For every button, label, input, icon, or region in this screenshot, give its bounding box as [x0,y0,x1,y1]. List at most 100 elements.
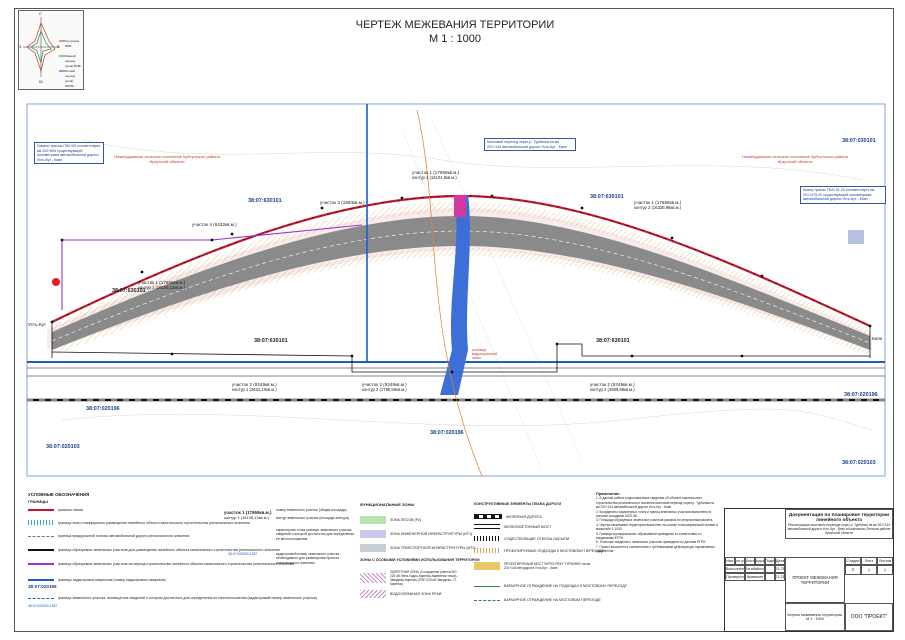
legend-struct-rail: ЖЕЛЕЗНАЯ ДОРОГА [474,514,542,519]
stamp-col-2: Кол.уч. [735,557,745,565]
notes-item-2: 2. Координаты характерных точек и границ… [596,509,712,519]
legend: УСЛОВНЫЕ ОБОЗНАЧЕНИЯ ГРАНИЦЫ красные лин… [28,492,627,624]
legend-item-roadside: граница придорожной полосы автомобильной… [28,534,189,538]
stamp-drawing: Чертеж межевания территории. М 1 : 1000 [785,603,845,631]
legend-func-heading: ФУНКЦИОНАЛЬНЫЕ ЗОНЫ [360,502,415,507]
start-note: Начало трассы ПК0+00 соответствует км 20… [34,142,104,165]
cadastral-label-8: 38:07:020196 [430,430,464,436]
legend-heading: УСЛОВНЫЕ ОБОЗНАЧЕНИЯ [28,492,90,497]
stamp-role-1: Выполнил [725,565,745,573]
legend-item-zone: граница зоны планируемого размещения лин… [28,520,250,525]
drawing-frame [14,8,894,632]
bridge-note: Мостовой переход через р. Турбинка на км… [484,138,576,152]
stamp-doc-title: Документация по планировке территории ли… [785,509,893,539]
cadastral-label-2: 38:07:630101 [590,194,624,200]
notes-item-1: 1. В данной работе подготовленные сведен… [596,496,715,510]
river-zone-label: граница водоохранной зоны [472,348,497,360]
legend-func-engineering: ЗОНА ИНЖЕНЕРНОЙ ИНФРАСТРУКТУРЫ (ИТ1) [360,530,472,538]
section-label-4: участок 4 (6432кв.м.) [192,222,237,227]
legend-sample-cad: 38:07:020196 [28,584,57,589]
legend-sample-cad-sub-2: 38:07:000000:1387 [228,552,258,556]
section-label-9: участок 2 (9249кв.м.) контур 2 (4869,88к… [590,382,635,392]
stamp-sheet-h: Лист [861,557,877,565]
rose-east: В [57,44,60,49]
cadastral-label-10: 38:07:020103 [46,444,80,450]
legend-item-parcels: граница образуемых земельных участков дл… [28,548,280,552]
notes-item-6: 6. Точечные сведения о земельных участка… [596,540,707,545]
stamp-col-4: №док. [755,557,765,565]
stamp-col-3: Лист [745,557,755,565]
notes-item-5: 5. Границы муниципальных образований при… [596,531,702,541]
legend-struct-approaches: ПРОЕКТИРУЕМЫЕ ПОДХОДЫ К МОСТОВОМУ ПЕРЕХО… [474,548,604,553]
legend-item-temporary: граница образуемых земельных участков на… [28,562,294,566]
cadastral-label-6: 38:07:630101 [112,288,146,294]
cadastral-label-9: 38:07:020196 [844,392,878,398]
title-line1: ЧЕРТЕЖ МЕЖЕВАНИЯ ТЕРРИТОРИИ [355,19,555,31]
cadastral-label-11: 38:07:020103 [842,460,876,466]
cadastral-label-3: 38:07:630101 [254,338,288,344]
section-label-7: участок 2 (9249кв.м.) контур 1 (3631,10к… [232,382,277,392]
legend-struct-new-bridge: ПРОЕКТИРУЕМЫЙ МОСТ ЧЕРЕЗ РЕКУ ТУРБИНКУ н… [474,562,594,570]
cadastral-label-1: 38:07:630101 [248,198,282,204]
stamp-name-2: Кривякин [745,573,765,581]
legend-struct-barrier-approach: БАРЬЕРНОЕ ОГРАЖДЕНИЕ НА ПОДХОДАХ К МОСТО… [474,584,627,588]
legend-sample-cad-sub: 38:07:000000:1387 [28,604,58,608]
legend-special-restricted: ЗАПРЕТНАЯ ЗОНА (Сооружение участок ВЛ 22… [360,570,460,586]
legend-item-blocks: границы кадастровых кварталов (номер кад… [28,578,166,582]
section-label-8: участок 2 (9249кв.м.) контур 2 (1795,59к… [362,382,407,392]
stamp-org: ООО "ПРОЕКТ" [845,603,893,631]
stamp-col-6: Дата [775,557,785,565]
legend-struct-heading: КОНСТРУКТИВНЫЕ ЭЛЕМЕНТЫ ПЛАНА ДОРОГИ [474,502,562,506]
stamp-stage-h: Стадия [845,557,861,565]
section-label-1: участок 1 (17659кв.м.) контур 1 (16104,8… [412,170,460,180]
stamp-date-1: 01.21 [775,565,785,573]
cadastral-label-5: 38:07:630101 [596,338,630,344]
rose-legend-1: Год.(роза) ЯНВ [65,39,79,48]
stamp-date-2: 01.21 [775,573,785,581]
road-direction-left: Усть-Кут [28,322,47,327]
notes-item-3: 3. Площади образуемых земельных участков… [596,518,714,523]
plan-graphic [26,103,886,477]
stamp-name-1: Погибайлов [745,565,765,573]
drawing-title: ЧЕРТЕЖ МЕЖЕВАНИЯ ТЕРРИТОРИИ М 1 : 1000 [330,18,580,46]
legend-struct-bridge: ЖЕЛЕЗОБЕТОННЫЙ МОСТ [474,524,551,529]
stamp-col-1: Изм. [725,557,735,565]
cadastral-label-7: 38:07:020196 [86,406,120,412]
legend-sample-section: участок 1 (17659кв.м.) контур 1 (16105,1… [224,510,272,520]
plan-area: Нижнеудинское сельское поселение Куйтунс… [22,100,890,480]
stamp-sheet: 1 [861,565,877,575]
rose-south: Ю [39,79,44,84]
title-block: Документация по планировке территории ли… [724,508,894,632]
legend-func-transport: ЗОНА ТРАНСПОРТНОЙ ИНФРАСТРУКТУРЫ (ИТ2) [360,544,476,552]
legend-struct-barrier-bridge: БАРЬЕРНОЕ ОГРАЖДЕНИЕ НА МОСТОВОМ ПЕРЕХОД… [474,598,601,602]
rose-north: С [39,11,42,16]
stamp-sheets-h: Листов [877,557,893,565]
legend-item-existing-parcel: граница земельного участка, имеющегося с… [28,596,317,600]
notes-heading: Примечание: [596,492,621,496]
legend-struct-slopes: СУЩЕСТВУЮЩИЕ ОТКОСЫ НАСЫПИ [474,536,569,541]
legend-sample-desc-1: номер земельного участка (общая площадь) [276,508,347,512]
legend-item-red-lines: красные линии [28,508,83,512]
area-left: Нижнеудинское сельское поселение Куйтунс… [114,154,220,164]
section-label-3: участок 3 (1683кв.м.) [320,200,365,205]
legend-special-water: ВОДООХРАННАЯ ЗОНА РЕКИ [360,590,441,598]
stamp-role-2: Проверил [725,573,745,581]
stamp-stage: П [845,565,861,575]
section-label-6: участок 1 (17659кв.м.) контур 1 (16105,1… [138,280,186,290]
notes-item-7: 7. Проект выполнен в соответствии с треб… [596,544,715,554]
wind-rose-graphic [23,17,65,77]
legend-group-borders: ГРАНИЦЫ [28,499,49,504]
stamp-sign-1 [765,565,775,573]
title-scale: М 1 : 1000 [429,33,481,45]
notes-item-4: 4. Чертеж межевания территории выполнен … [596,522,718,532]
legend-sample-desc-2: контур земельного участка (площадь конту… [276,516,349,520]
area-right: Нижнеудинское сельское поселение Куйтунс… [742,154,848,164]
end-note: Конец трассы ПК4+31.20 соответствует км … [800,186,886,204]
legend-sample-desc-3: характерная точка границы земельного уча… [276,528,354,541]
legend-sample-desc-4: кадастровый номер земельного участка, не… [276,552,341,565]
rose-west: З [19,44,22,49]
legend-special-heading: ЗОНЫ С ОСОБЫМИ УСЛОВИЯМИ ИСПОЛЬЗОВАНИЯ Т… [360,558,480,562]
section-label-5: участок 1 (17659кв.м.) контур 2 (16328,9… [634,200,682,210]
stamp-col-5: Подп. [765,557,775,565]
stamp-sign-2 [765,573,775,581]
